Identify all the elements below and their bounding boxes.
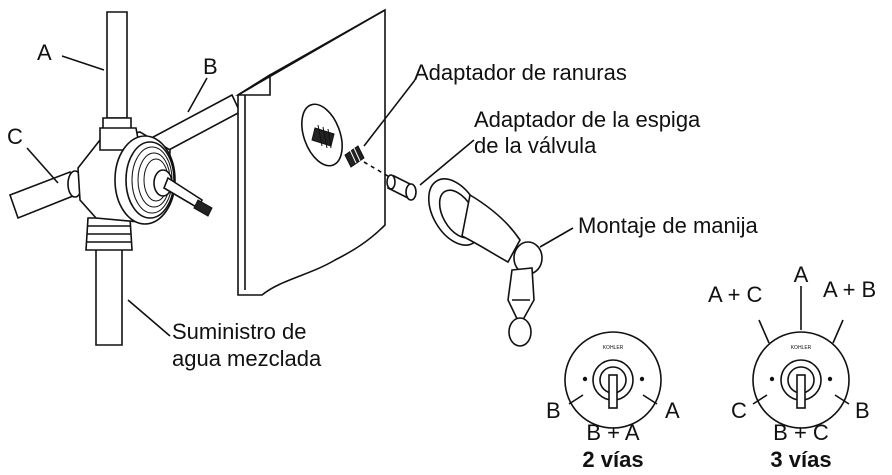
pipe-a bbox=[102, 11, 132, 131]
label-handle-assembly: Montaje de manija bbox=[578, 213, 759, 238]
three-way-plate: KOHLER A A + C A + B C B B + C 3 vías bbox=[708, 262, 876, 472]
two-way-label-left: B bbox=[546, 398, 561, 423]
label-pipe-c: C bbox=[7, 124, 23, 149]
two-way-label-right: A bbox=[665, 398, 680, 423]
two-way-plate: KOHLER B A B + A 2 vías bbox=[546, 331, 680, 472]
valve-body bbox=[77, 127, 213, 225]
three-way-label-left: C bbox=[731, 398, 747, 423]
label-stem-adapter-line-2: de la válvula bbox=[474, 133, 597, 158]
label-spline-adapter: Adaptador de ranuras bbox=[414, 60, 627, 85]
label-pipe-b: B bbox=[203, 54, 218, 79]
three-way-label-top-right: A + B bbox=[823, 277, 876, 302]
label-supply-line-1: Suministro de bbox=[172, 319, 307, 344]
two-way-label-bottom: B + A bbox=[586, 420, 640, 445]
three-way-label-right: B bbox=[855, 398, 870, 423]
handle-assembly bbox=[427, 178, 543, 347]
three-way-brand-mark: KOHLER bbox=[791, 345, 812, 351]
two-way-caption: 2 vías bbox=[582, 447, 643, 472]
two-way-dot-right bbox=[639, 376, 645, 382]
stem-adapter bbox=[386, 174, 417, 201]
three-way-caption: 3 vías bbox=[770, 447, 831, 472]
two-way-dot-left bbox=[582, 376, 588, 382]
label-supply-line-2: agua mezclada bbox=[172, 346, 322, 371]
pipe-c bbox=[8, 170, 83, 220]
three-way-dot-right bbox=[827, 376, 833, 382]
three-way-label-bottom: B + C bbox=[773, 420, 829, 445]
label-stem-adapter-line-1: Adaptador de la espiga bbox=[474, 107, 701, 132]
three-way-label-top-left: A + C bbox=[708, 282, 763, 307]
supply-pipe bbox=[85, 217, 133, 346]
three-way-dot-left bbox=[769, 376, 775, 382]
wall-panel bbox=[235, 8, 386, 296]
two-way-brand-mark: KOHLER bbox=[603, 345, 624, 351]
label-pipe-a: A bbox=[37, 40, 52, 65]
three-way-label-top: A bbox=[794, 262, 809, 287]
